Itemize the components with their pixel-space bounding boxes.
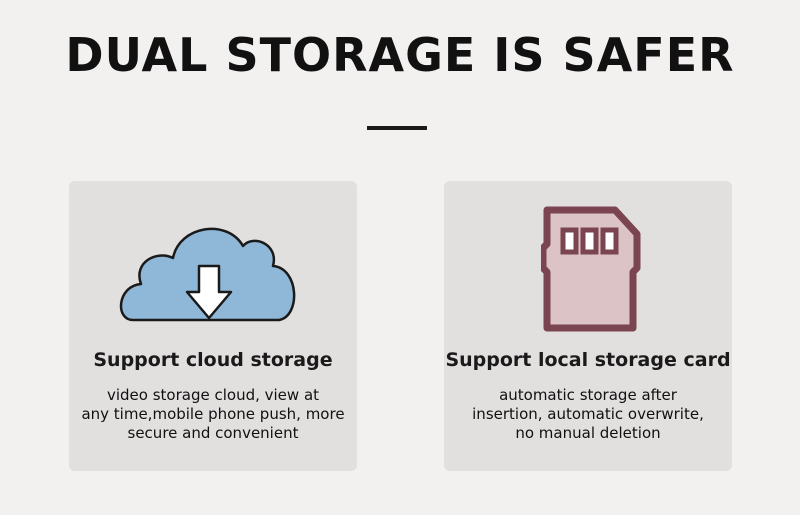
page-title: DUAL STORAGE IS SAFER [65,28,735,82]
cloud-storage-description: video storage cloud, view at any time,mo… [59,386,367,443]
cloud-storage-card: Support cloud storage video storage clou… [69,181,357,471]
local-storage-card: Support local storage card automatic sto… [444,181,732,471]
desc-line: any time,mobile phone push, more [81,405,345,423]
local-storage-title: Support local storage card [445,349,731,371]
sd-card-icon [539,206,641,336]
desc-line: automatic storage after [499,386,677,404]
local-storage-description: automatic storage after insertion, autom… [434,386,742,443]
cloud-storage-title: Support cloud storage [93,349,333,371]
desc-line: insertion, automatic overwrite, [472,405,704,423]
cloud-download-icon [119,216,299,330]
desc-line: video storage cloud, view at [106,386,320,404]
title-divider [367,126,427,130]
desc-line: no manual deletion [515,424,661,442]
desc-line: secure and convenient [127,424,299,442]
